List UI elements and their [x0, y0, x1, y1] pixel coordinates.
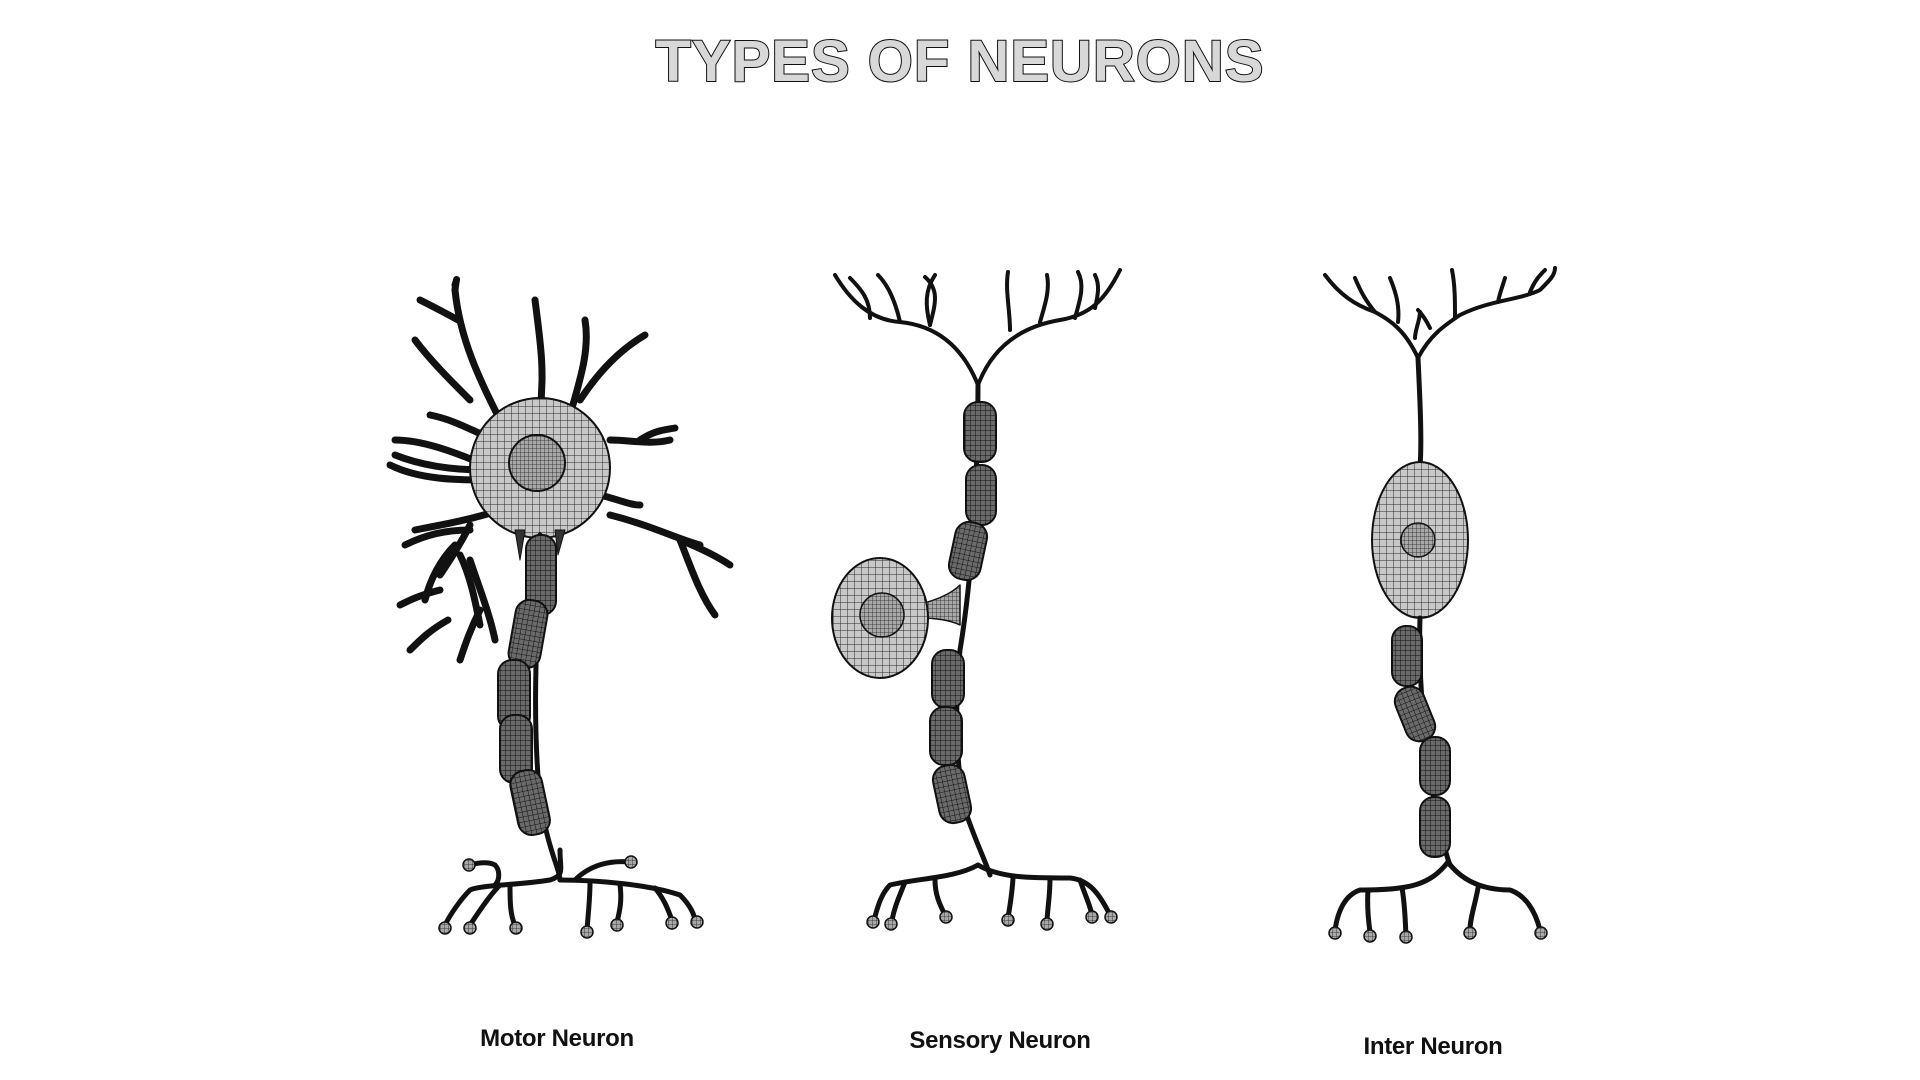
diagram-title: TYPES OF NEURONS	[0, 28, 1920, 95]
inter-nucleus	[1400, 522, 1436, 558]
motor-nucleus	[508, 434, 566, 492]
sensory-axon-terminals	[871, 862, 1113, 923]
motor-myelin	[497, 534, 557, 837]
sensory-myelin	[929, 401, 997, 825]
inter-axon-terminals	[1332, 859, 1543, 938]
sensory-terminal-buttons	[866, 910, 1118, 931]
label-inter-neuron: Inter Neuron	[1363, 1033, 1503, 1060]
title-text: TYPES OF NEURONS	[655, 28, 1265, 95]
sensory-neuron	[831, 268, 1122, 931]
inter-myelin	[1391, 625, 1451, 858]
sensory-nucleus	[859, 592, 905, 638]
inter-terminal-buttons	[1328, 926, 1548, 944]
inter-dendrites	[1323, 266, 1557, 360]
label-motor-neuron: Motor Neuron	[480, 1025, 634, 1052]
inter-neuron	[1323, 266, 1557, 944]
sensory-dendrites	[833, 268, 1122, 387]
motor-neuron	[386, 276, 734, 939]
label-sensory-neuron: Sensory Neuron	[909, 1027, 1091, 1054]
motor-terminal-buttons	[438, 855, 704, 939]
motor-axon-terminals	[442, 847, 698, 933]
